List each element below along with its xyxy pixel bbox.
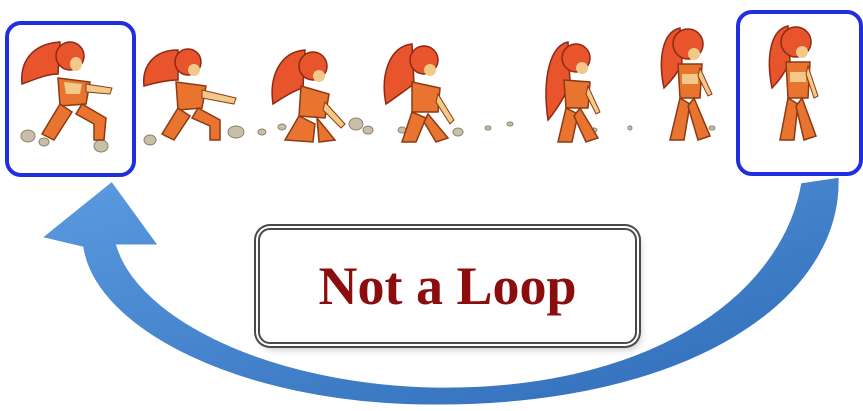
last-frame-highlight (736, 10, 863, 176)
caption-text: Not a Loop (318, 255, 576, 317)
caption-box: Not a Loop (258, 228, 637, 344)
character-frame-4 (384, 44, 454, 142)
character-frame-5 (546, 42, 600, 142)
first-frame-highlight (5, 21, 136, 177)
character-frame-6 (661, 28, 712, 140)
character-frame-2 (144, 49, 236, 140)
